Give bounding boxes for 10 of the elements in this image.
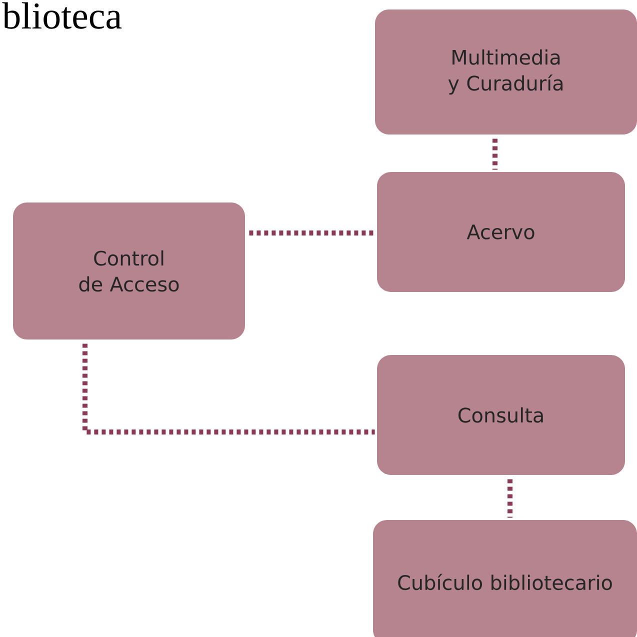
process-box: Consulta	[377, 355, 626, 475]
process-box: Acervo	[377, 172, 626, 292]
process-box: Multimedia y Curaduría	[375, 10, 637, 134]
connector-line	[82, 344, 375, 434]
connector-line	[492, 138, 498, 170]
connector-line	[508, 479, 512, 518]
process-box: Control de Acceso	[13, 202, 245, 340]
connector-line	[249, 230, 375, 236]
title: blioteca	[2, 2, 122, 29]
process-box: Cubículo bibliotecario	[373, 520, 637, 637]
